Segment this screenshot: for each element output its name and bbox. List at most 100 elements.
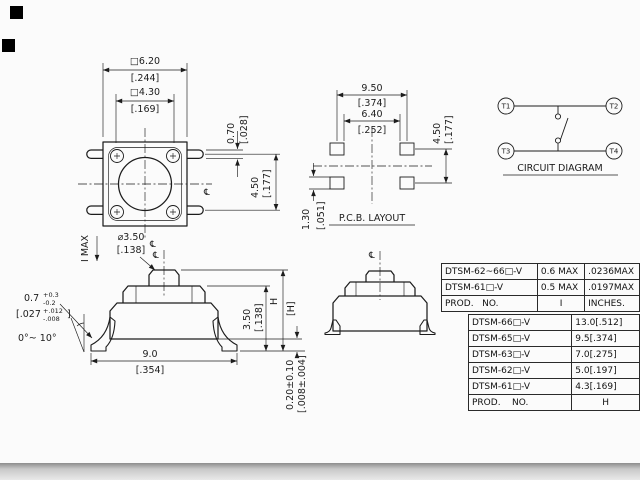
pcb-pad <box>329 176 345 190</box>
table-row: DTSM-65□-V 9.5[.374] <box>467 330 640 347</box>
spec-model: DTSM-62~66□-V <box>441 263 538 280</box>
spec-travel: 0.6 MAX <box>536 263 586 280</box>
dim-standoff-in: [.008±.004] <box>297 355 308 413</box>
dim-lead-thk-in-plus: +.012 <box>43 307 63 315</box>
height-model: DTSM-63□-V <box>467 346 573 363</box>
table-row: PROD. NO. I INCHES. <box>441 295 640 312</box>
spec-inches: .0197MAX <box>584 279 640 296</box>
corner-post <box>110 205 124 219</box>
dim-pad-height-in: [.051] <box>316 201 327 230</box>
dim-width-in: [.354] <box>136 365 165 376</box>
dim-inner-in: [.169] <box>131 104 160 115</box>
terminal <box>187 149 204 160</box>
dim-button-dia-in: [.138] <box>117 245 146 256</box>
dim-pad-pitch-mm: 9.50 <box>361 83 382 94</box>
dim-terminal-width-in: [.028] <box>239 115 250 144</box>
corner-mark <box>10 6 23 19</box>
cap-outline <box>344 281 416 296</box>
top-view: ℄ ℄ □6.20 [.244] □4.30 [.169] 0.70 [.028… <box>78 56 280 250</box>
height-table: DTSM-66□-V 13.0[.512] DTSM-65□-V 9.5[.37… <box>467 314 640 411</box>
dim-pad-vpitch-mm: 4.50 <box>432 123 443 144</box>
table-row: PROD. NO. H <box>467 394 640 411</box>
dim-inner-mm: □4.30 <box>130 87 160 98</box>
height-model: DTSM-62□-V <box>467 362 573 379</box>
height-header-prod-no: PROD. NO. <box>467 394 573 411</box>
height-value: 5.0[.197] <box>571 362 640 379</box>
lead-left <box>90 316 116 352</box>
angle-reference <box>70 317 85 353</box>
table-row: DTSM-63□-V 7.0[.275] <box>467 346 640 363</box>
lead-right <box>212 316 238 352</box>
dim-lead-thk-mm-plus: +0.3 <box>43 291 59 299</box>
pcb-pad <box>399 176 415 190</box>
table-row: DTSM-62□-V 5.0[.197] <box>467 362 640 379</box>
table-row: DTSM-66□-V 13.0[.512] <box>467 314 640 331</box>
height-model: DTSM-61□-V <box>467 378 573 395</box>
watermark-bar <box>0 463 640 480</box>
dim-overall-height-mm: H <box>269 298 280 305</box>
dim-pitch-in: [.177] <box>262 169 273 198</box>
pcb-pad <box>399 142 415 156</box>
dim-body-height-mm: 3.50 <box>242 309 253 330</box>
switch-blade <box>560 117 569 140</box>
terminal-label-t3: T3 <box>501 148 511 156</box>
pcb-layout-title: P.C.B. LAYOUT <box>339 213 405 224</box>
height-value: 9.5[.374] <box>571 330 640 347</box>
terminal-label-t4: T4 <box>609 148 619 156</box>
spec-header-inches: INCHES. <box>584 295 640 312</box>
dim-lead-angle: 0°~ 10° <box>18 333 57 344</box>
centerline-symbol: ℄ <box>149 240 156 250</box>
switch-contact <box>554 113 562 120</box>
pcb-pad <box>329 142 345 156</box>
corner-mark <box>2 39 15 52</box>
dim-pad-vpitch-in: [.177] <box>444 115 455 144</box>
dim-pad-height-mm: 1.30 <box>301 209 312 230</box>
height-model: DTSM-65□-V <box>467 330 573 347</box>
dim-pad-inner-in: [.252] <box>358 125 387 136</box>
terminal <box>86 205 103 216</box>
spec-header-travel: I <box>536 295 586 312</box>
height-header-h: H <box>571 394 640 411</box>
dim-button-dia-mm: ⌀3.50 <box>118 232 145 243</box>
dim-pad-pitch-in: [.374] <box>358 98 387 109</box>
centerline-symbol: ℄ <box>368 251 375 261</box>
table-row: DTSM-61□-V 0.5 MAX .0197MAX <box>441 279 640 296</box>
leader-line <box>59 303 93 339</box>
spec-header-prod-no: PROD. NO. <box>441 295 538 312</box>
body-outline <box>332 295 428 332</box>
dim-standoff-mm: 0.20±0.10 <box>285 360 296 410</box>
table-row: DTSM-61□-V 4.3[.169] <box>467 378 640 395</box>
height-value: 7.0[.275] <box>571 346 640 363</box>
centerline-symbol: ℄ <box>203 188 210 198</box>
dim-lead-thk-mm: 0.7 <box>24 293 39 304</box>
spec-inches: .0236MAX <box>584 263 640 280</box>
dim-outer-in: [.244] <box>131 73 160 84</box>
switch-contact <box>554 137 562 144</box>
terminal-label-t1: T1 <box>501 103 511 111</box>
corner-post <box>166 205 180 219</box>
spec-table: DTSM-62~66□-V 0.6 MAX .0236MAX DTSM-61□-… <box>441 263 640 312</box>
spec-model: DTSM-61□-V <box>441 279 538 296</box>
dim-terminal-width-mm: 0.70 <box>226 123 237 144</box>
dim-lead-thk-in-minus: -.008 <box>43 315 60 323</box>
terminal-label-t2: T2 <box>609 103 619 111</box>
angle-arc <box>76 322 85 327</box>
dim-lead-thk-mm-minus: -0.2 <box>43 299 56 307</box>
height-model: DTSM-66□-V <box>467 314 573 331</box>
dim-travel-max: I MAX <box>80 234 91 262</box>
centerline-symbol: ℄ <box>152 251 159 261</box>
corner-post <box>166 149 180 163</box>
circuit-diagram-title: CIRCUIT DIAGRAM <box>517 163 603 174</box>
terminal <box>187 205 204 216</box>
spec-travel: 0.5 MAX <box>536 279 586 296</box>
pcb-layout: 9.50 [.374] 6.40 [.252] 4.50 [.177] 1.30… <box>301 83 455 230</box>
terminal <box>86 149 103 160</box>
button-circle <box>117 156 173 212</box>
front-view: ℄ <box>324 251 436 336</box>
leader-line <box>139 256 156 271</box>
table-row: DTSM-62~66□-V 0.6 MAX .0236MAX <box>441 263 640 280</box>
switch-body-inner <box>108 147 182 221</box>
body-outline <box>109 302 219 340</box>
